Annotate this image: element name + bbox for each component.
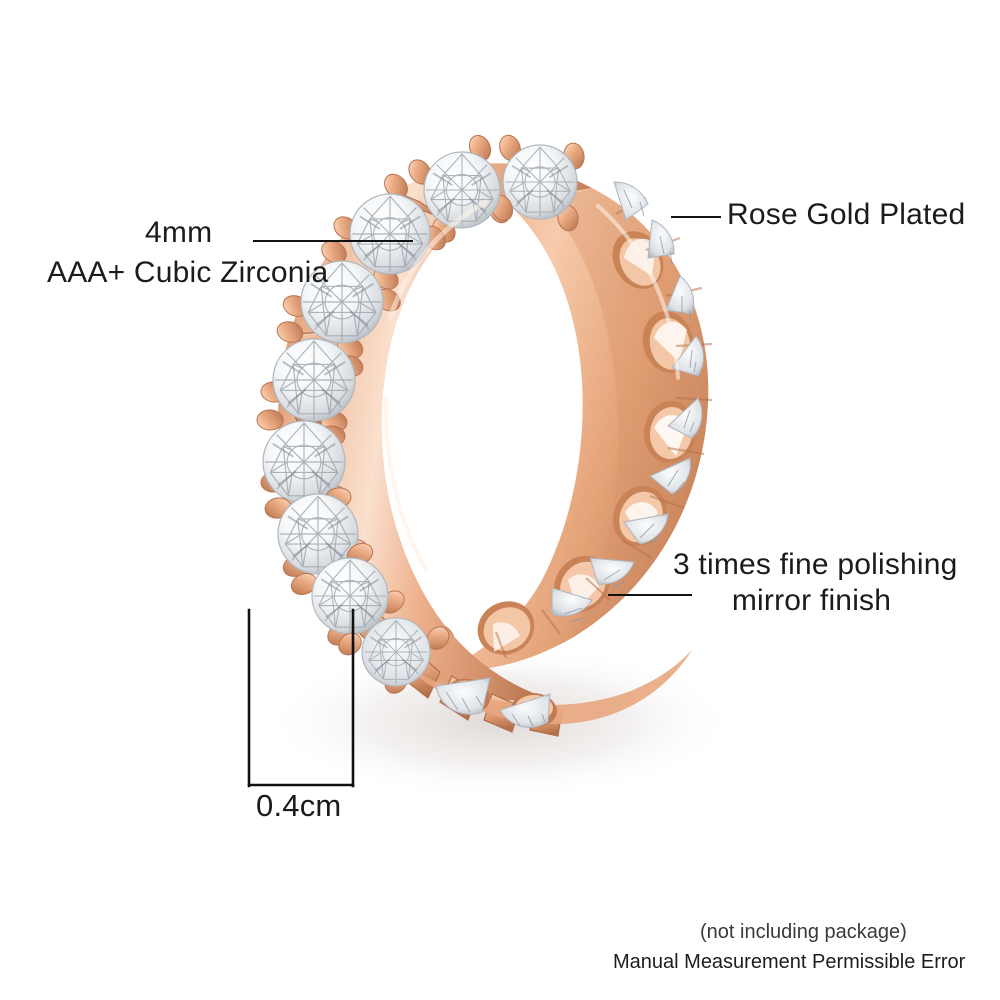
footnote-package: (not including package) xyxy=(700,921,907,943)
stone xyxy=(489,134,585,232)
band-width-value-label: 0.4cm xyxy=(256,788,342,823)
stone xyxy=(333,173,446,290)
ring-far-rim-stones xyxy=(551,181,705,623)
stone-material-label: AAA+ Cubic Zirconia xyxy=(47,256,329,289)
polishing-label-line-2: mirror finish xyxy=(731,584,892,617)
stone xyxy=(435,677,491,715)
footnote-measurement-error: Manual Measurement Permissible Error xyxy=(613,951,966,973)
band-width-bracket xyxy=(240,600,370,800)
ring-illustration xyxy=(256,134,735,800)
leader-line-polishing xyxy=(608,594,692,596)
stone xyxy=(290,542,405,646)
leader-line-stone-size xyxy=(253,240,413,242)
stone xyxy=(499,693,551,728)
ring-front-stones xyxy=(256,134,585,728)
stone xyxy=(338,617,450,694)
band-width-bracket-svg xyxy=(247,608,355,788)
metal-highlights xyxy=(383,199,680,572)
polishing-label-line-1: 3 times fine polishing xyxy=(673,548,958,581)
leader-line-plating xyxy=(671,216,721,218)
stone xyxy=(408,134,514,243)
ring-inner-far-side xyxy=(446,188,709,671)
plating-label: Rose Gold Plated xyxy=(727,198,966,231)
ring-product-image xyxy=(200,110,760,810)
stone-size-label: 4mm xyxy=(145,216,213,249)
stone xyxy=(264,487,368,577)
stone xyxy=(260,321,364,433)
